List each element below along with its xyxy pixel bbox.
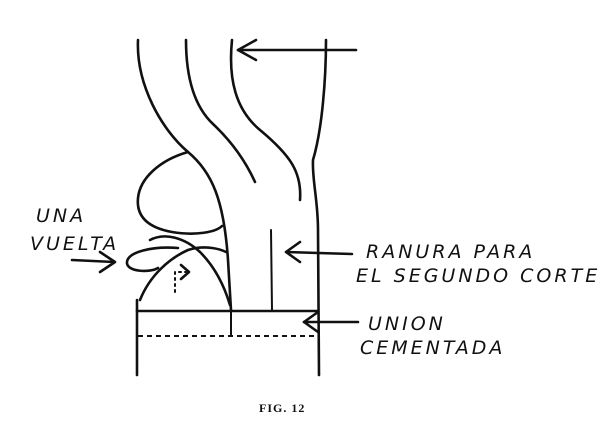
- groove-arrow-shaft: [284, 250, 354, 256]
- dotted-guide-arrowhead: [179, 263, 191, 281]
- loop-upper-arc: [136, 150, 224, 235]
- label-vuelta: VUELTA: [30, 233, 119, 255]
- label-union: UNION: [368, 313, 446, 335]
- top-arrow-head: [236, 38, 258, 62]
- loop-lower-arc: [138, 246, 228, 302]
- figure-caption: FIG. 12: [259, 401, 305, 415]
- right-strand-right-edge: [311, 38, 328, 377]
- label-el-segundo-corte: EL SEGUNDO CORTE: [356, 265, 600, 287]
- loop-cross-curve: [148, 235, 232, 307]
- groove-line: [270, 229, 273, 311]
- joint-arrow-head: [302, 310, 320, 334]
- label-ranura-para: RANURA PARA: [366, 241, 535, 263]
- left-strand-inner-edge: [184, 38, 257, 184]
- label-cementada: CEMENTADA: [360, 337, 505, 359]
- groove-arrow-head: [284, 240, 302, 264]
- label-una: UNA: [36, 205, 86, 227]
- loop-arrow-head: [98, 250, 117, 274]
- loop-small-turn: [125, 246, 180, 273]
- loop-arrow-shaft: [70, 258, 116, 264]
- right-strand-left-edge: [229, 38, 302, 202]
- dotted-guide-line: [174, 271, 187, 293]
